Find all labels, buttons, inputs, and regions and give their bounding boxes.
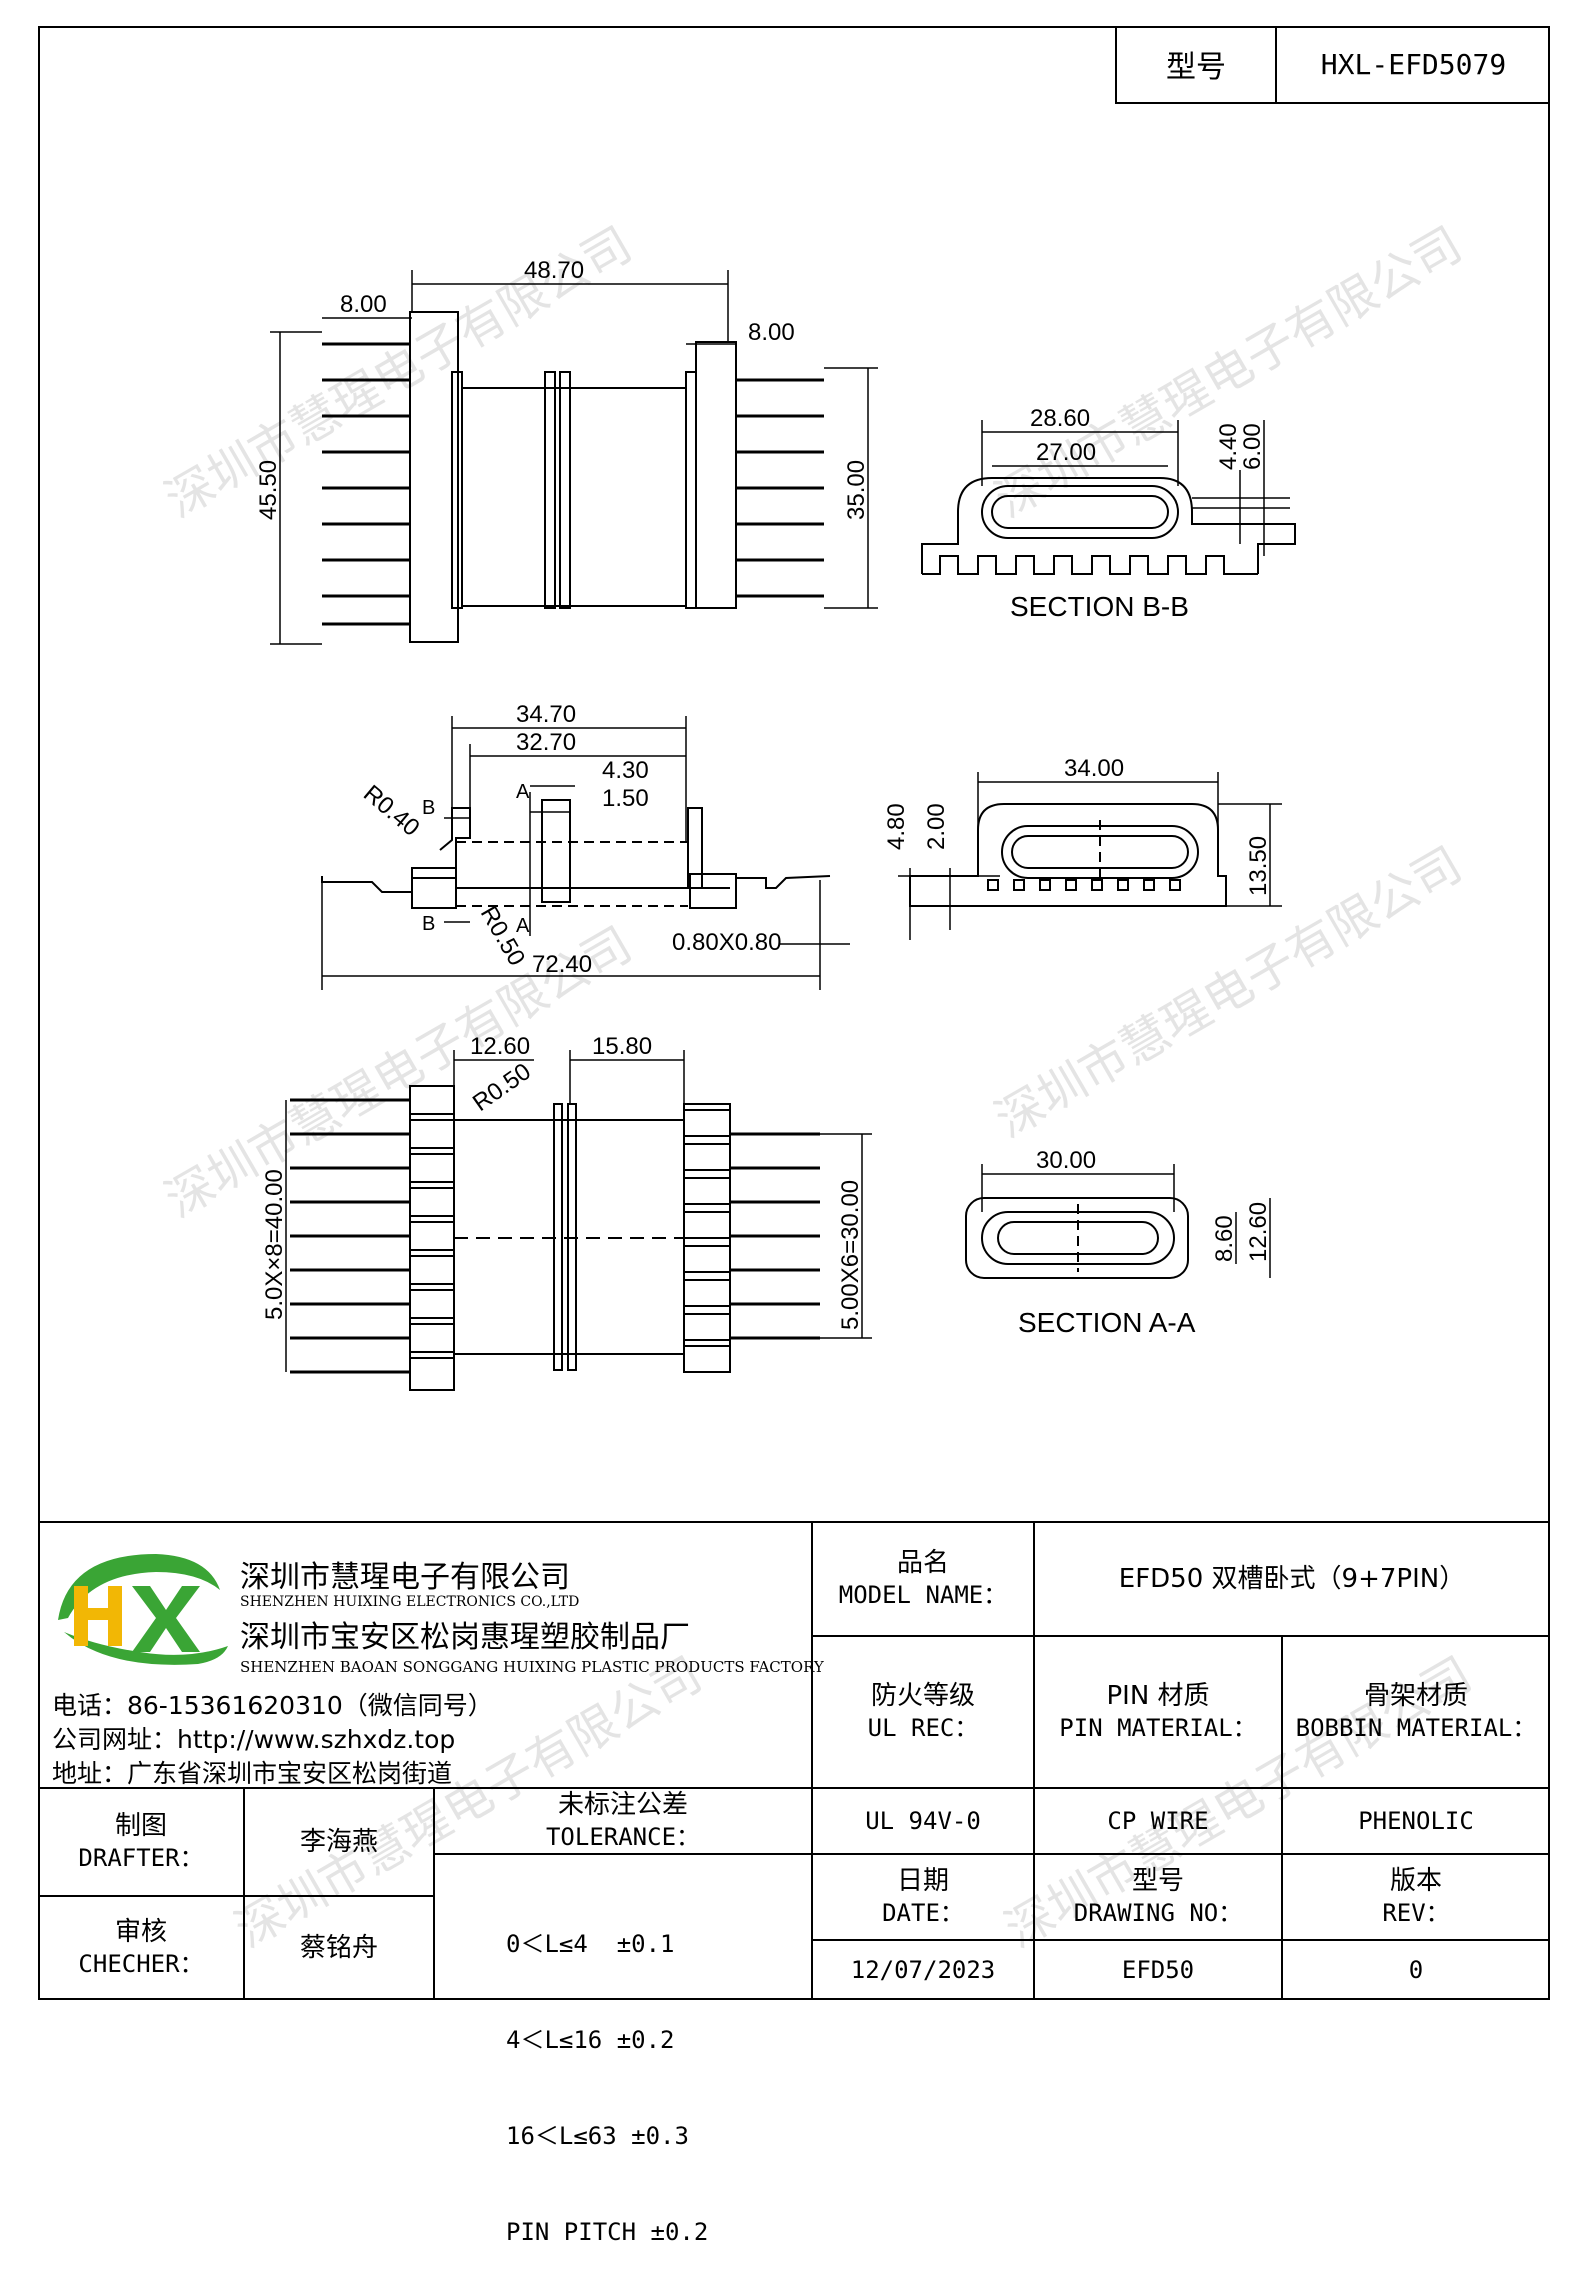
factory-name-cn: 深圳市宝安区松岗惠瑆塑胶制品厂 bbox=[240, 1620, 690, 1655]
dim-l: 4.30 bbox=[602, 757, 649, 784]
side-view bbox=[321, 716, 850, 990]
pin-material-value: CP WIRE bbox=[1107, 1807, 1209, 1835]
section-b-marker-bottom: B bbox=[422, 913, 435, 935]
tolerance-en: TOLERANCE： bbox=[545, 1823, 701, 1851]
section-a-marker-bottom: A bbox=[516, 915, 530, 937]
company-phone: 电话：86-15361620310（微信同号） bbox=[52, 1691, 493, 1720]
dim-u: 15.80 bbox=[592, 1033, 652, 1060]
rev-label: 版本 REV： bbox=[1282, 1854, 1550, 1940]
dim-k: 32.70 bbox=[516, 729, 576, 756]
model-name-en: MODEL NAME： bbox=[838, 1581, 1008, 1609]
section-b-marker-top: B bbox=[422, 797, 435, 819]
tolerance-line-1: 0＜L≤4 ±0.1 bbox=[506, 1930, 675, 1958]
checker-en: CHECHER： bbox=[78, 1950, 204, 1978]
date-value: 12/07/2023 bbox=[850, 1956, 996, 1984]
drafter-cn: 制图 bbox=[114, 1811, 167, 1841]
technical-drawing: SECTION B-B B B A A bbox=[255, 257, 1296, 1391]
dim-d: 45.50 bbox=[255, 460, 282, 520]
dim-b: 8.00 bbox=[340, 291, 387, 318]
tolerance-cn: 未标注公差 bbox=[557, 1790, 688, 1820]
model-label: 型号 bbox=[1117, 26, 1277, 102]
dim-h: 4.40 bbox=[1215, 423, 1242, 470]
section-a-marker-top: A bbox=[516, 781, 530, 803]
rev-value: 0 bbox=[1408, 1956, 1424, 1984]
pin-material-label: PIN 材质 PIN MATERIAL： bbox=[1034, 1636, 1282, 1788]
checker-value: 蔡铭舟 bbox=[299, 1933, 378, 1963]
dim-p: 4.80 bbox=[883, 803, 910, 850]
drafter-en: DRAFTER： bbox=[78, 1844, 204, 1872]
dim-q: 2.00 bbox=[923, 803, 950, 850]
bobbin-material-en: BOBBIN MATERIAL： bbox=[1295, 1714, 1537, 1742]
model-box: 型号 HXL-EFD5079 bbox=[1115, 26, 1550, 104]
tolerance-line-4: PIN PITCH ±0.2 bbox=[506, 2218, 709, 2246]
bobbin-material-cn: 骨架材质 bbox=[1363, 1681, 1468, 1711]
dim-e: 35.00 bbox=[843, 460, 870, 520]
model-value: HXL-EFD5079 bbox=[1320, 47, 1507, 81]
dim-i: 6.00 bbox=[1239, 423, 1266, 470]
section-bb-view bbox=[921, 420, 1296, 575]
company-logo bbox=[58, 1554, 228, 1665]
factory-name-en: SHENZHEN BAOAN SONGGANG HUIXING PLASTIC … bbox=[240, 1658, 824, 1676]
pin-material-cn: PIN 材质 bbox=[1106, 1681, 1210, 1711]
bottom-view bbox=[285, 1050, 872, 1391]
dim-o: 72.40 bbox=[532, 951, 592, 978]
dim-a: 48.70 bbox=[524, 257, 584, 284]
tolerance-line-2: 4＜L≤16 ±0.2 bbox=[506, 2026, 675, 2054]
drawing-no-en: DRAWING NO： bbox=[1073, 1899, 1243, 1927]
date-cn: 日期 bbox=[896, 1866, 949, 1896]
dim-y: 8.60 bbox=[1211, 1215, 1238, 1262]
dim-s: 13.50 bbox=[1245, 836, 1272, 896]
rev-cn: 版本 bbox=[1389, 1866, 1442, 1896]
drawing-frame bbox=[38, 26, 1550, 2000]
dim-z: 12.60 bbox=[1245, 1202, 1272, 1262]
ul-rec-cn: 防火等级 bbox=[870, 1681, 975, 1711]
pin-material-en: PIN MATERIAL： bbox=[1059, 1714, 1257, 1742]
company-address: 地址：广东省深圳市宝安区松岗街道 bbox=[52, 1759, 453, 1788]
dim-c: 8.00 bbox=[748, 319, 795, 346]
top-view bbox=[270, 270, 878, 645]
drawing-no-value: EFD50 bbox=[1121, 1956, 1195, 1984]
dim-t: 12.60 bbox=[470, 1033, 530, 1060]
section-aa-label: SECTION A-A bbox=[1018, 1307, 1196, 1338]
dim-v: 5.0X×8=40.00 bbox=[261, 1169, 288, 1320]
checker-cn: 审核 bbox=[114, 1917, 167, 1947]
dim-x: 30.00 bbox=[1036, 1147, 1096, 1174]
model-name-value: EFD50 双槽卧式（9+7PIN） bbox=[1118, 1564, 1466, 1594]
tolerance-list: 0＜L≤4 ±0.1 4＜L≤16 ±0.2 16＜L≤63 ±0.3 PIN … bbox=[506, 1864, 708, 2280]
drafter-label: 制图 DRAFTER： bbox=[38, 1788, 244, 1896]
dim-j: 34.70 bbox=[516, 701, 576, 728]
company-name-cn: 深圳市慧瑆电子有限公司 bbox=[240, 1560, 570, 1595]
end-view bbox=[898, 772, 1282, 940]
tolerance-line-3: 16＜L≤63 ±0.3 bbox=[506, 2122, 689, 2150]
drawing-no-cn: 型号 bbox=[1131, 1866, 1184, 1896]
date-label: 日期 DATE： bbox=[812, 1854, 1034, 1940]
tolerance-label: 未标注公差 TOLERANCE： bbox=[434, 1788, 812, 1854]
bobbin-material-value: PHENOLIC bbox=[1358, 1807, 1474, 1835]
dim-r: 34.00 bbox=[1064, 755, 1124, 782]
rev-en: REV： bbox=[1382, 1899, 1450, 1927]
drafter-value: 李海燕 bbox=[299, 1827, 378, 1857]
ul-rec-value: UL 94V-0 bbox=[865, 1807, 981, 1835]
dim-n: 0.80X0.80 bbox=[672, 929, 781, 956]
model-name-cn: 品名 bbox=[896, 1548, 949, 1578]
title-block-lines bbox=[38, 1521, 1550, 2000]
section-bb-label: SECTION B-B bbox=[1010, 591, 1189, 622]
model-name-label: 品名 MODEL NAME： bbox=[812, 1522, 1034, 1636]
dim-g: 27.00 bbox=[1036, 439, 1096, 466]
dim-w: 5.00X6=30.00 bbox=[837, 1180, 864, 1330]
date-en: DATE： bbox=[882, 1899, 964, 1927]
ul-rec-en: UL REC： bbox=[867, 1714, 979, 1742]
company-name-en: SHENZHEN HUIXING ELECTRONICS CO.,LTD bbox=[240, 1594, 580, 1610]
dim-m: 1.50 bbox=[602, 785, 649, 812]
bobbin-material-label: 骨架材质 BOBBIN MATERIAL： bbox=[1282, 1636, 1550, 1788]
drawing-no-label: 型号 DRAWING NO： bbox=[1034, 1854, 1282, 1940]
section-aa-view bbox=[965, 1164, 1271, 1279]
dim-f: 28.60 bbox=[1030, 405, 1090, 432]
ul-rec-label: 防火等级 UL REC： bbox=[812, 1636, 1034, 1788]
company-website: 公司网址：http://www.szhxdz.top bbox=[52, 1725, 456, 1754]
checker-label: 审核 CHECHER： bbox=[38, 1896, 244, 2000]
